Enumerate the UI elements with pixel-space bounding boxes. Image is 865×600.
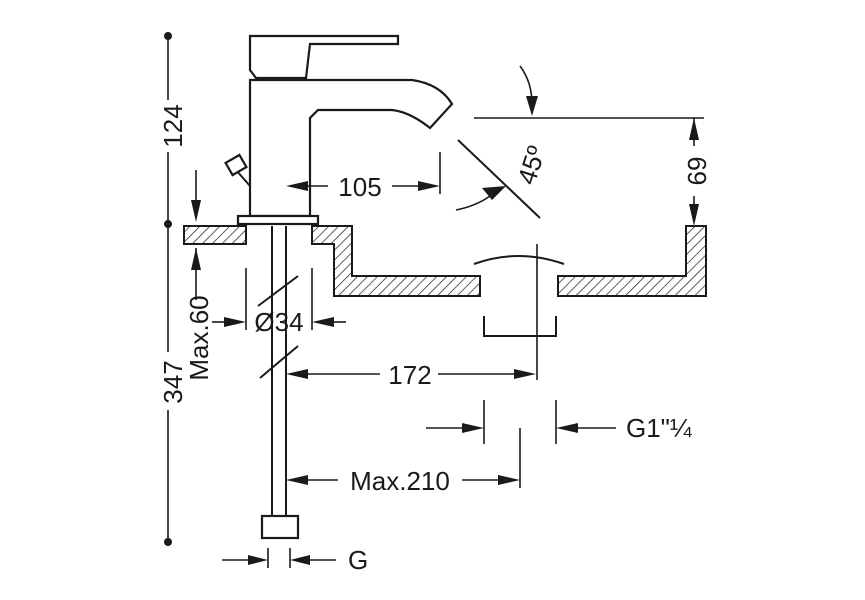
dim-total-height: 347	[158, 360, 188, 403]
dim-spout-angle: 45º	[511, 142, 552, 188]
lever-handle	[248, 34, 400, 80]
dim-hole-diameter: Ø34	[254, 307, 303, 337]
dim-upper-height: 124	[158, 104, 188, 147]
dim-pull-rod-max: Max.210	[350, 466, 450, 496]
pull-rod-dimension	[286, 428, 521, 488]
hole-diameter-dimension	[212, 268, 346, 330]
spout-basin-dimension	[689, 118, 699, 226]
tap-body	[224, 34, 454, 226]
dim-spout-to-basin: 69	[682, 157, 712, 186]
tail-pipe	[257, 226, 300, 540]
vertical-dimension-chain	[164, 32, 172, 546]
deck-left-section	[183, 225, 247, 245]
tap-spout	[248, 78, 454, 218]
pull-rod-thread-dimension	[222, 548, 336, 568]
drain-cup	[483, 316, 557, 337]
basin-section-right	[557, 225, 707, 297]
basin-section-left	[311, 225, 481, 297]
tail-nut	[260, 514, 300, 540]
dim-spout-reach: 105	[338, 172, 381, 202]
dim-dot-bottom	[164, 538, 172, 546]
drain-thread-dimension	[426, 400, 616, 444]
dim-dot-deck	[164, 220, 172, 228]
drain-arc	[473, 255, 565, 265]
dim-dot-top	[164, 32, 172, 40]
deck-thickness-dimension	[191, 170, 201, 300]
spout-reach-dimension	[286, 152, 441, 194]
tap-drain-dimension	[286, 369, 536, 379]
spout-angle-dimension	[455, 65, 704, 219]
dim-drain-thread: G1"¼	[626, 413, 692, 443]
dim-tap-to-drain: 172	[388, 360, 431, 390]
dim-pull-rod-thread: G	[348, 545, 368, 575]
dim-max-deck-thickness: Max.60	[184, 295, 214, 380]
base-flange	[236, 214, 320, 226]
popup-knob	[224, 153, 251, 187]
